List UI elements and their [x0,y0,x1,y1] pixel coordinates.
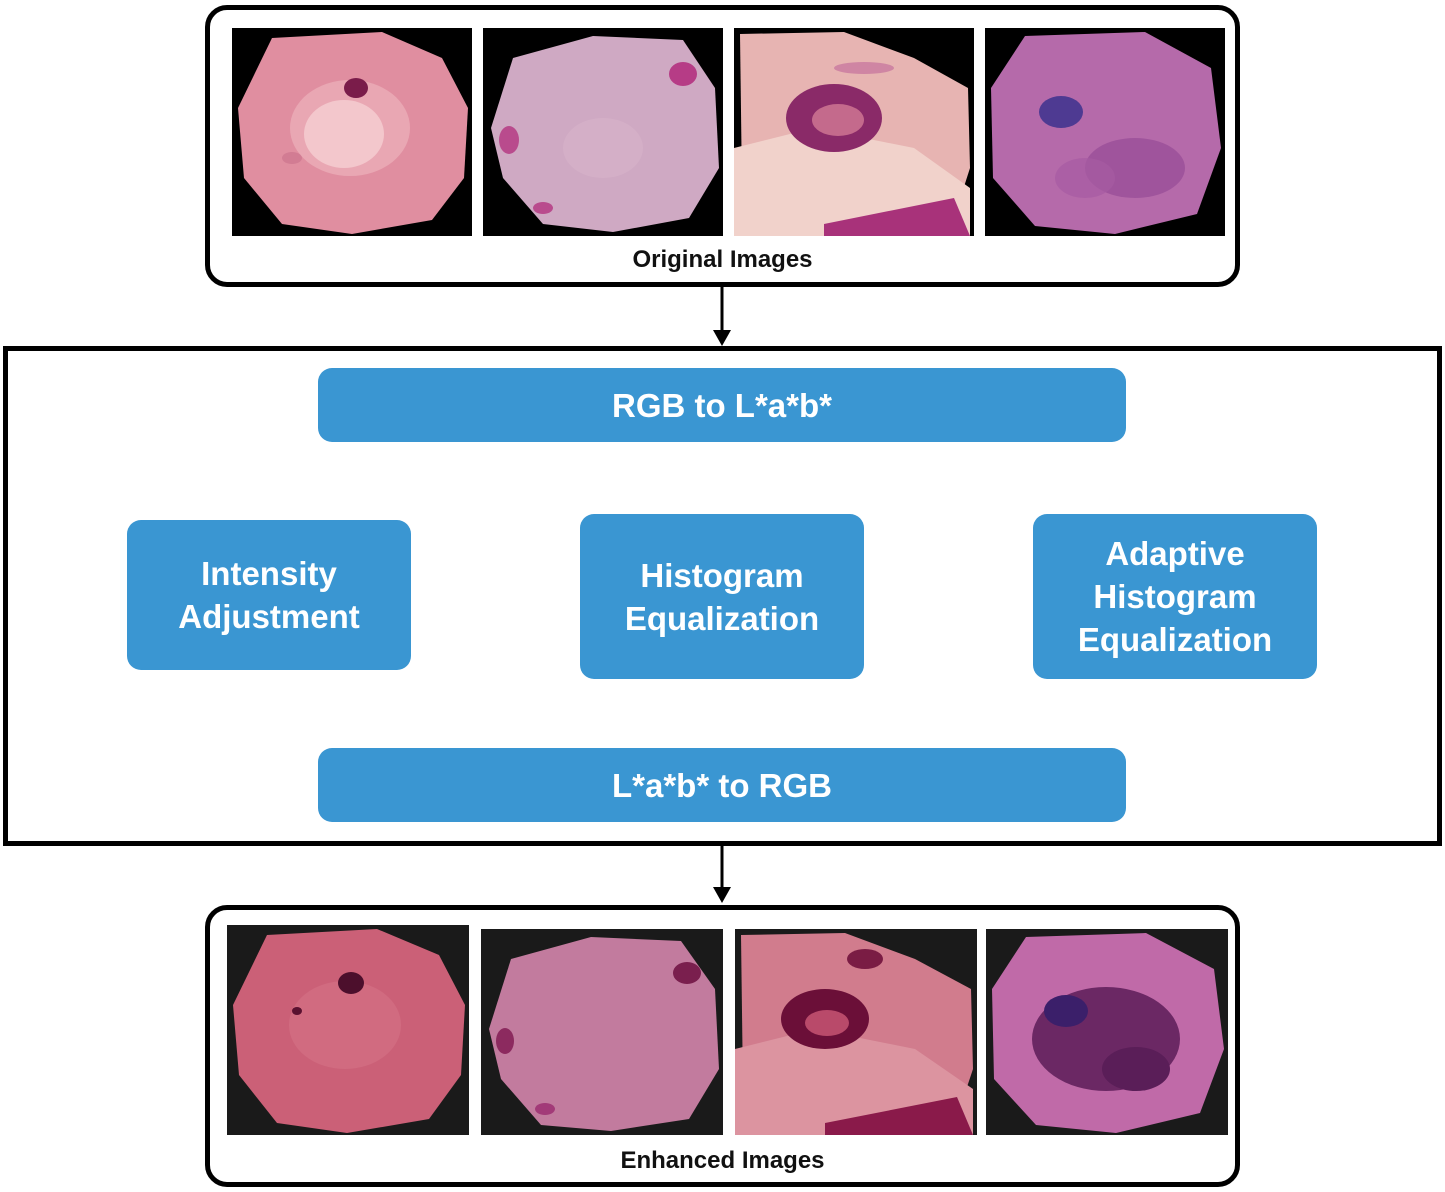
original-image-2 [483,28,723,236]
intensity-adjustment-label: Intensity Adjustment [178,555,360,635]
adaptive-histogram-equalization-label: Adaptive Histogram Equalization [1077,535,1273,658]
rgb-to-lab-label: RGB to L*a*b* [611,386,832,424]
adaptive-histogram-equalization-step: Adaptive Histogram Equalization [1033,514,1317,679]
intensity-adjustment-step: Intensity Adjustment [127,520,411,670]
histogram-equalization-label: Histogram Equalization [624,556,820,637]
original-images-caption: Original Images [632,246,813,273]
enhanced-image-2 [481,929,723,1135]
enhanced-images-caption: Enhanced Images [620,1147,825,1174]
original-image-1 [232,28,472,236]
enhanced-images-panel: Enhanced Images [205,905,1240,1187]
lab-to-rgb-step: L*a*b* to RGB [318,748,1126,822]
histogram-equalization-step: Histogram Equalization [580,514,864,679]
rgb-to-lab-step: RGB to L*a*b* [318,368,1126,442]
original-images-panel: Original Images [205,5,1240,287]
enhanced-image-3 [735,929,977,1135]
enhanced-image-1 [227,925,469,1135]
lab-to-rgb-label: L*a*b* to RGB [611,766,832,804]
original-image-4 [985,28,1225,236]
original-image-3 [734,28,974,236]
enhanced-image-4 [986,929,1228,1135]
